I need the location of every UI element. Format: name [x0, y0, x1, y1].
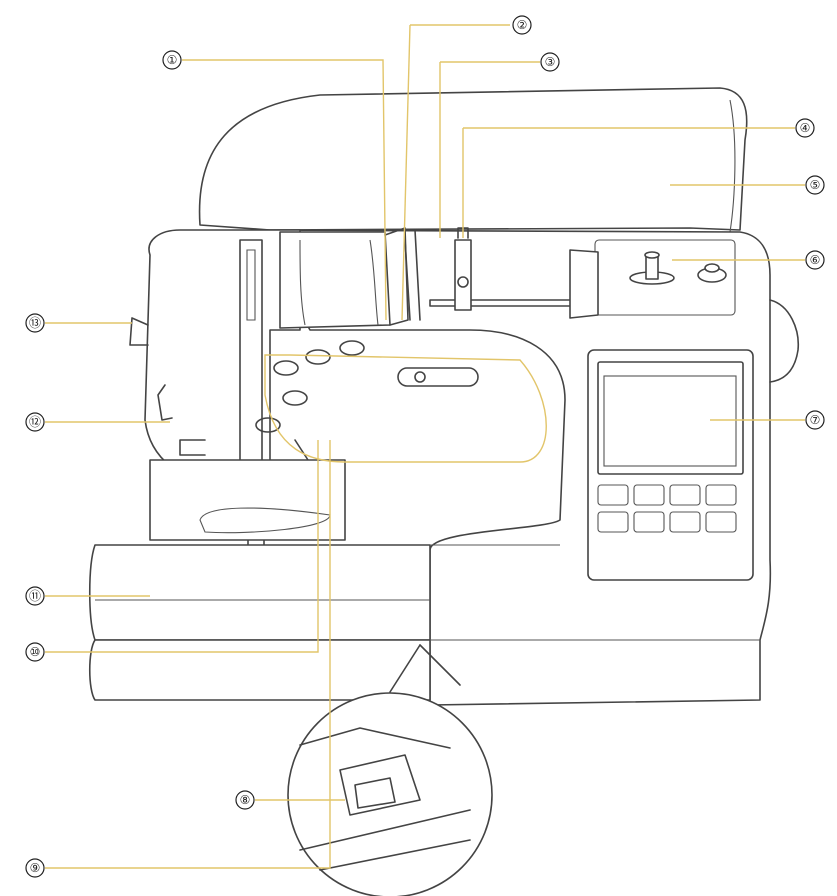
callout-10-label: ⑩ [30, 645, 41, 659]
callout-2-label: ② [517, 18, 528, 32]
callout-1-label: ① [167, 53, 178, 67]
callout-11-label: ⑪ [29, 589, 41, 603]
detail-zoom-circle [287, 692, 493, 896]
callout-8: ⑧ [235, 790, 255, 810]
callout-7: ⑦ [805, 410, 825, 430]
callout-13-label: ⑬ [29, 316, 41, 330]
callout-13: ⑬ [25, 313, 45, 333]
callout-3: ③ [540, 52, 560, 72]
callout-7-label: ⑦ [810, 413, 821, 427]
callout-3-label: ③ [545, 55, 556, 69]
callout-5: ⑤ [805, 175, 825, 195]
callout-4-label: ④ [800, 121, 811, 135]
callout-10: ⑩ [25, 642, 45, 662]
top-cover [198, 87, 748, 231]
callout-1: ① [162, 50, 182, 70]
lcd-screen [587, 349, 754, 581]
callout-9-label: ⑨ [30, 861, 41, 875]
needle-plate [149, 459, 346, 541]
machine-body [254, 229, 772, 706]
callout-9: ⑨ [25, 858, 45, 878]
callout-6-label: ⑥ [810, 253, 821, 267]
leader-lines [45, 24, 805, 869]
callout-2: ② [512, 15, 532, 35]
callout-5-label: ⑤ [810, 178, 821, 192]
callout-8-label: ⑧ [240, 793, 251, 807]
machine-head [144, 229, 301, 491]
callout-4: ④ [795, 118, 815, 138]
accessory-compartment [88, 544, 431, 641]
callout-12-label: ⑫ [29, 415, 41, 429]
callout-12: ⑫ [25, 412, 45, 432]
callout-6: ⑥ [805, 250, 825, 270]
callout-11: ⑪ [25, 586, 45, 606]
